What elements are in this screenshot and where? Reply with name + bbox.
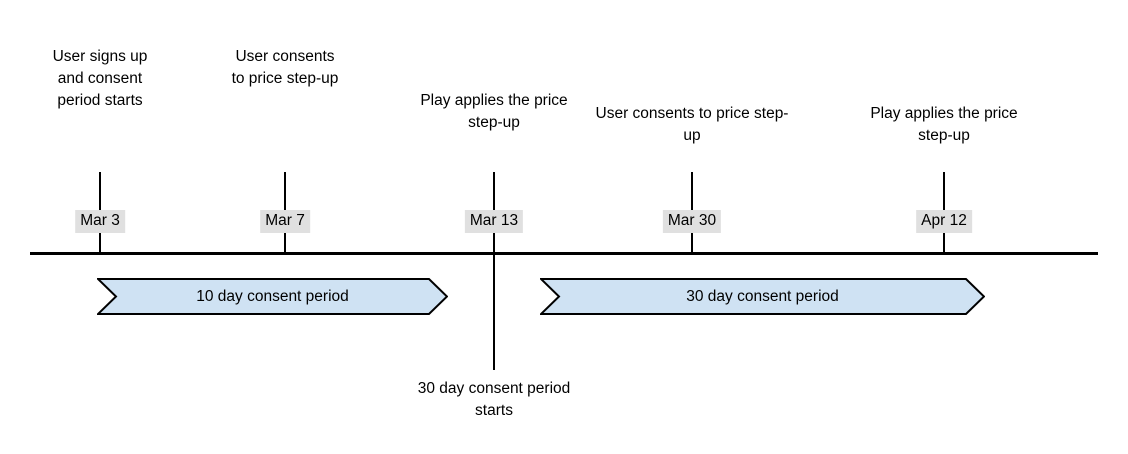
timeline-axis <box>30 252 1098 255</box>
event-caption-stepup-applied-2: Play applies the price step-up <box>870 105 1018 144</box>
event-date-chip-consent-30day: Mar 30 <box>662 210 722 233</box>
event-leader-line-stepup-applied-1 <box>493 172 495 370</box>
event-caption-consent-10day: User consents to price step-up <box>231 48 339 87</box>
event-date-chip-consent-10day: Mar 7 <box>260 210 310 233</box>
event-below-caption-stepup-applied-1: 30 day consent period starts <box>417 380 571 419</box>
event-date-chip-signup: Mar 3 <box>75 210 125 233</box>
consent-period-banner-period-10-day: 10 day consent period <box>97 278 448 315</box>
event-date-chip-stepup-applied-1: Mar 13 <box>464 210 524 233</box>
event-caption-stepup-applied-1: Play applies the price step-up <box>420 92 568 131</box>
chevron-arrow-icon <box>540 278 985 315</box>
chevron-arrow-icon <box>97 278 448 315</box>
consent-period-banner-period-30-day: 30 day consent period <box>540 278 985 315</box>
event-date-chip-stepup-applied-2: Apr 12 <box>916 210 972 233</box>
event-caption-signup: User signs up and consent period starts <box>52 48 148 109</box>
event-caption-consent-30day: User consents to price step-up <box>595 105 789 144</box>
